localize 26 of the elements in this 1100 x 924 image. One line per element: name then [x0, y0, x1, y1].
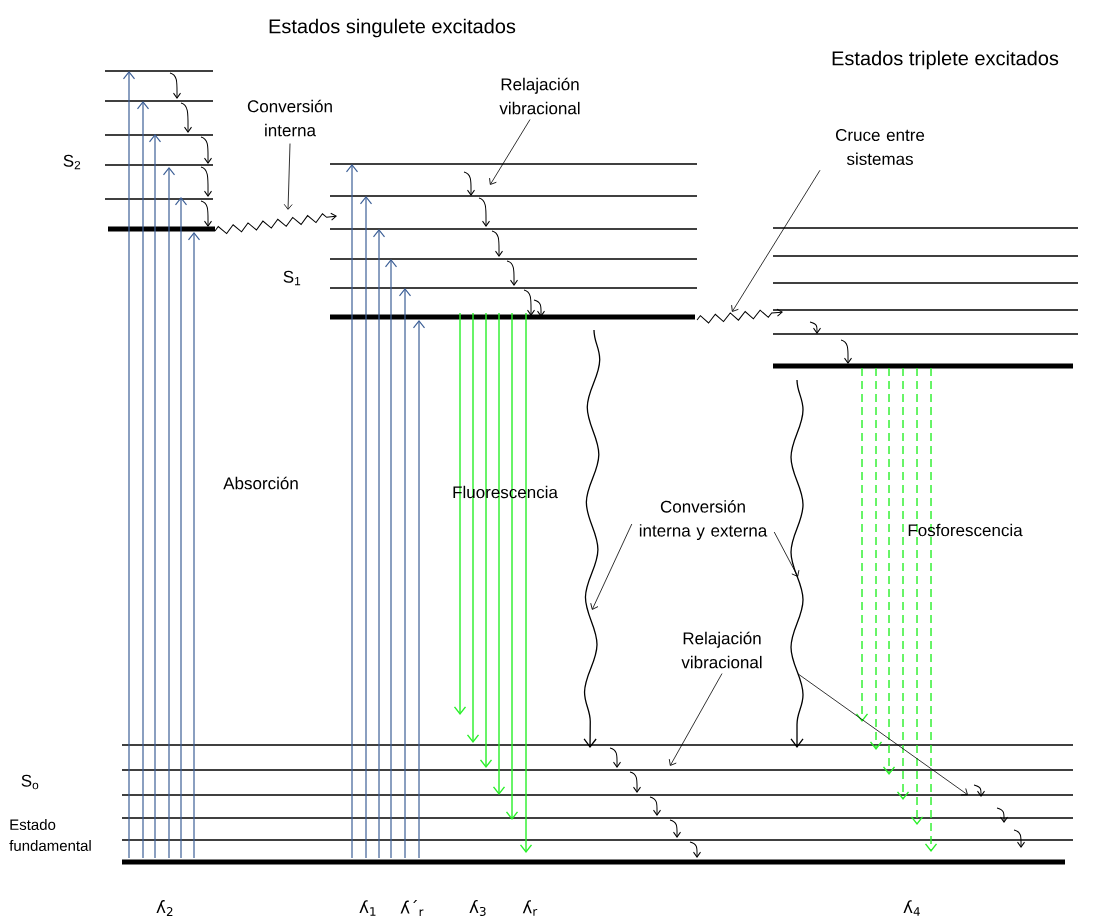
annotation-text: Cruce entre sistemas: [836, 129, 925, 166]
annotation-text: Conversión interna: [247, 99, 332, 137]
annotation-text: Conversión interna y externa: [639, 500, 768, 541]
leader-line: [668, 673, 723, 766]
label-text: S$_{2}$: [63, 154, 81, 170]
annotation-text: Relajación vibracional: [681, 631, 762, 669]
label-text: ʎ$_{4}$: [903, 900, 920, 916]
label-text: S$_{o}$: [21, 774, 39, 790]
leader-line: [797, 673, 968, 796]
label-text: Estado fundamental: [9, 819, 91, 851]
label-text: ʎ$_{1}$: [359, 900, 376, 916]
leader-line: [489, 119, 531, 185]
leader-line: [773, 531, 800, 577]
label-text: Absorción: [223, 476, 298, 490]
label-text: Estados singulete excitados: [269, 18, 516, 38]
label-text: ʎ$_{2}$: [156, 900, 173, 916]
label-text: ʎ$_{3}$: [469, 900, 486, 916]
leader-line: [590, 523, 633, 610]
label-text: ʎ´$_{r}$: [400, 899, 424, 917]
label-text: ʎ$_{r}$: [522, 900, 538, 916]
leader-line: [731, 169, 821, 312]
annotation-text: Relajación vibracional: [499, 77, 580, 115]
leader-line: [283, 143, 293, 210]
label-text: Fosforescencia: [908, 523, 1023, 537]
label-text: Estados triplete excitados: [832, 50, 1059, 70]
label-text: S$_{1}$: [283, 270, 301, 286]
